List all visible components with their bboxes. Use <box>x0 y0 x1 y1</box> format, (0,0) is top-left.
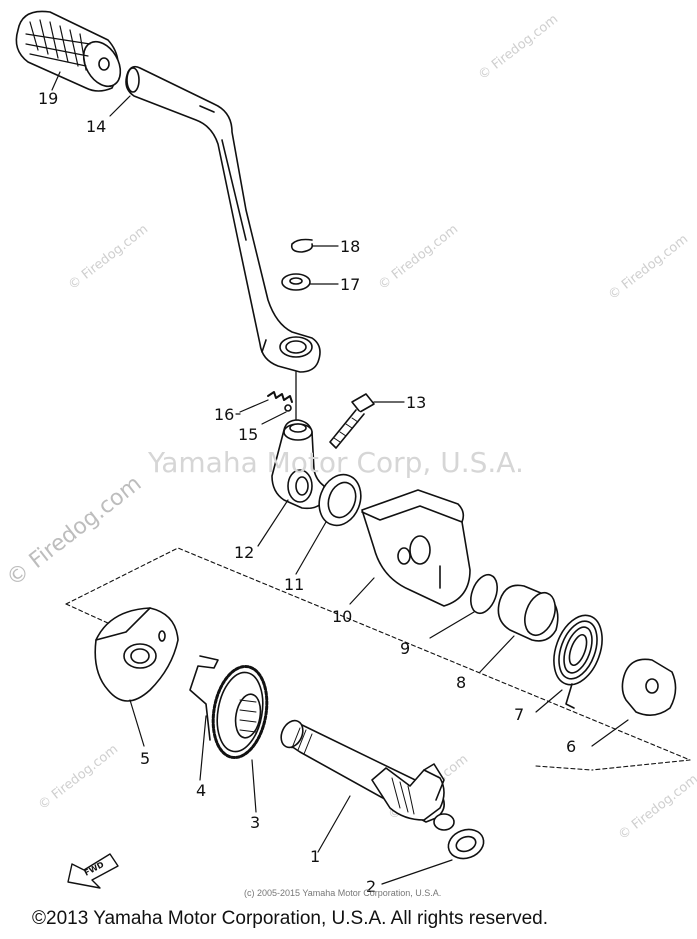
part-19-kick-grip <box>15 10 122 92</box>
callout-4: 4 <box>196 781 206 800</box>
assembly-boundary <box>65 547 691 771</box>
callout-18: 18 <box>340 237 360 256</box>
part-13-bolt <box>329 393 405 449</box>
small-copyright: (c) 2005-2015 Yamaha Motor Corporation, … <box>244 888 442 898</box>
part-10-spring-cover <box>349 489 471 607</box>
callout-1: 1 <box>310 847 320 866</box>
callout-14: 14 <box>86 117 106 136</box>
part-16-spring <box>239 391 293 413</box>
callout-7: 7 <box>514 705 524 724</box>
part-3-kick-gear <box>211 664 269 813</box>
callout-19: 19 <box>38 89 58 108</box>
part-14-kick-crank <box>125 65 321 421</box>
fwd-arrow-icon <box>67 853 119 889</box>
callout-3: 3 <box>250 813 260 832</box>
part-4-clip <box>189 655 219 781</box>
callout-10: 10 <box>332 607 352 626</box>
callout-15: 15 <box>238 425 258 444</box>
part-11-oil-seal <box>295 473 362 575</box>
callout-16: 16 <box>214 405 234 424</box>
part-7-kick-spring <box>535 614 603 713</box>
callout-17: 17 <box>340 275 360 294</box>
callout-8: 8 <box>456 673 466 692</box>
part-2-washer <box>381 828 485 885</box>
callout-5: 5 <box>140 749 150 768</box>
callout-12: 12 <box>234 543 254 562</box>
part-6-plate-washer <box>591 658 677 747</box>
watermark-center: Yamaha Motor Corp, U.S.A. <box>148 446 524 479</box>
part-12-kick-boss <box>257 419 325 547</box>
part-5-ratchet-plate <box>94 607 179 747</box>
callout-9: 9 <box>400 639 410 658</box>
callout-2: 2 <box>366 877 376 896</box>
part-9-circlip <box>429 573 498 639</box>
callout-6: 6 <box>566 737 576 756</box>
part-18-circlip <box>290 238 314 253</box>
part-1-kick-axle <box>280 719 455 853</box>
callout-11: 11 <box>284 575 304 594</box>
footer-copyright: ©2013 Yamaha Motor Corporation, U.S.A. A… <box>32 908 548 929</box>
part-8-spring-guide <box>479 584 559 673</box>
callout-13: 13 <box>406 393 426 412</box>
part-15-ball <box>261 404 292 425</box>
part-17-washer <box>281 273 339 291</box>
